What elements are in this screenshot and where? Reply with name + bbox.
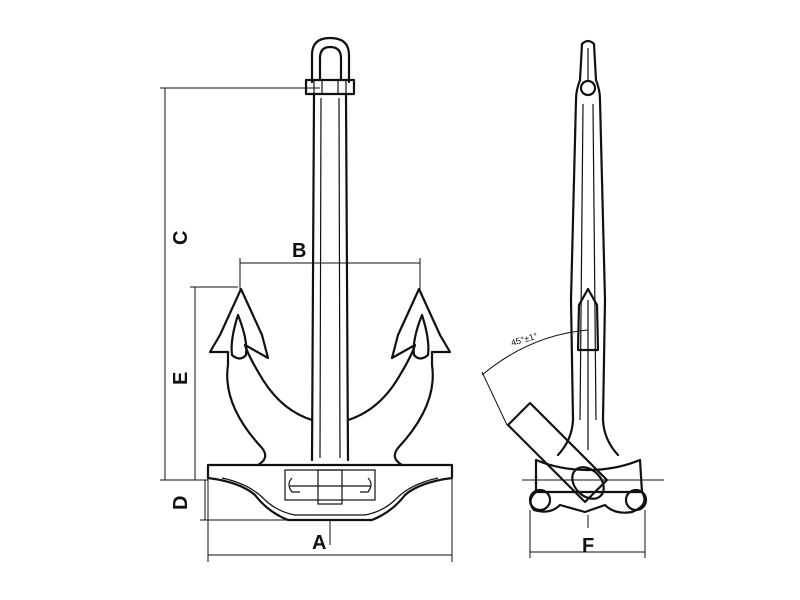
label-a-bg [312, 533, 328, 551]
angle-label: 45°±1° [510, 331, 539, 348]
label-a: A [312, 532, 326, 554]
label-c: C [170, 231, 192, 245]
right-arm [346, 287, 452, 467]
left-arm [208, 287, 314, 467]
crown-base [206, 463, 454, 522]
label-f: F [582, 535, 594, 557]
dimension-lines [160, 87, 646, 562]
shackle-ring [304, 36, 356, 96]
shank [310, 92, 350, 462]
anchor-side-view [506, 39, 664, 528]
label-b: B [292, 240, 306, 262]
label-e: E [170, 372, 192, 385]
anchor-front-view [206, 36, 454, 522]
label-d: D [170, 496, 192, 510]
